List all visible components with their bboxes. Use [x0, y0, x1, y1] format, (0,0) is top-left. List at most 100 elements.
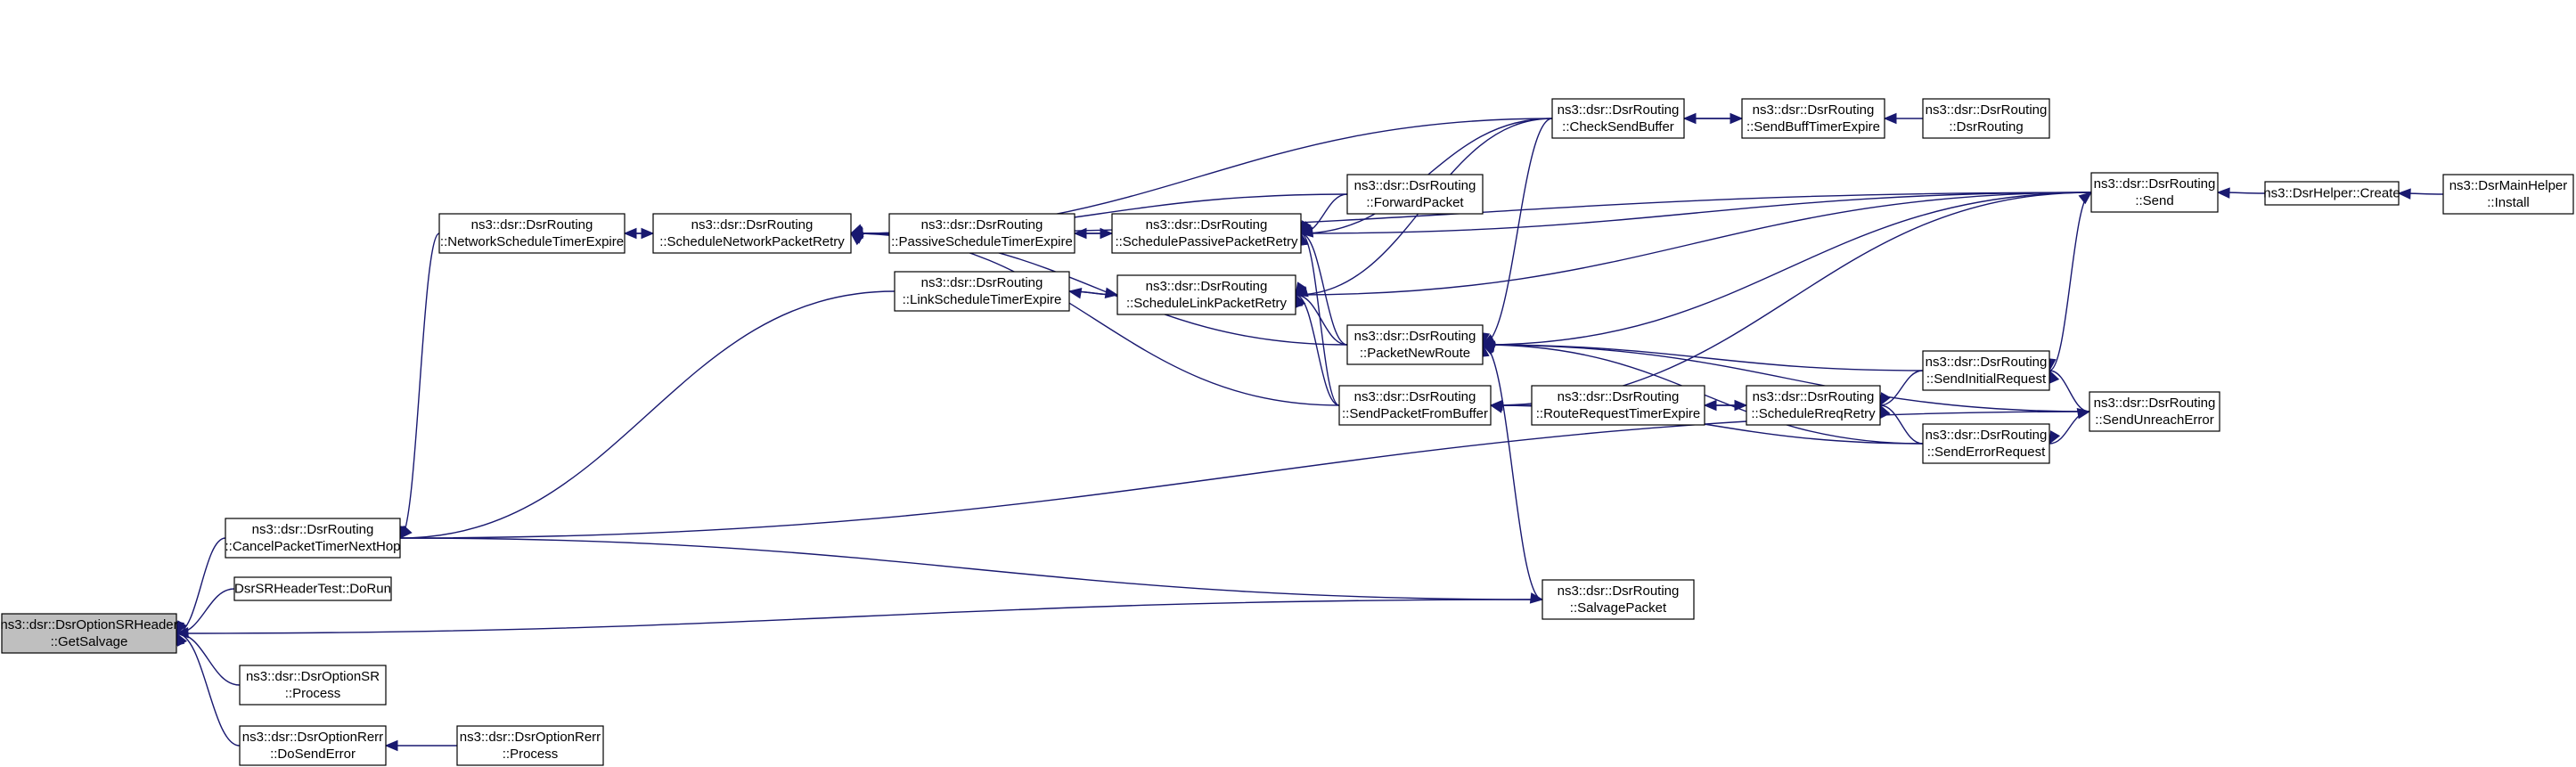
node-box[interactable]	[1551, 98, 1685, 139]
node-label: ::ScheduleRreqRetry	[1751, 406, 1876, 421]
node-schedrreq[interactable]: ns3::dsr::DsrRouting::ScheduleRreqRetry	[1746, 385, 1881, 426]
node-label: ns3::dsr::DsrRouting	[1354, 178, 1476, 193]
node-box[interactable]	[1741, 98, 1885, 139]
node-label: ns3::dsr::DsrOptionSR	[246, 669, 380, 684]
node-sendinitial[interactable]: ns3::dsr::DsrRouting::SendInitialRequest	[1922, 350, 2050, 391]
node-box[interactable]	[1922, 350, 2050, 391]
edge-cancelpacket-to-getsalvage	[176, 537, 226, 634]
node-box[interactable]	[1746, 385, 1881, 426]
node-sendunreach[interactable]: ns3::dsr::DsrRouting::SendUnreachError	[2089, 391, 2220, 432]
edge-arrowhead	[2049, 369, 2060, 384]
node-box[interactable]	[1, 613, 177, 654]
node-rerr_process[interactable]: ns3::dsr::DsrOptionRerr::Process	[456, 725, 604, 766]
node-label: ns3::dsr::DsrRouting	[1753, 102, 1875, 118]
edge-sendfrombuf-to-schedlink	[1295, 294, 1340, 406]
edge-arrowhead	[1883, 112, 1897, 125]
edge-arrowhead	[175, 627, 189, 639]
node-nettimer[interactable]: ns3::dsr::DsrRouting::NetworkScheduleTim…	[438, 213, 626, 254]
edge-linktimer-to-cancelpacket	[399, 290, 895, 539]
node-box[interactable]	[1111, 213, 1302, 254]
node-box[interactable]	[438, 213, 626, 254]
edge-arrowhead	[1730, 112, 1744, 125]
node-label: ns3::dsr::DsrRouting	[471, 217, 593, 233]
node-dorun[interactable]: DsrSRHeaderTest::DoRun	[233, 576, 392, 601]
node-cancelpacket[interactable]: ns3::dsr::DsrRouting::CancelPacketTimerN…	[225, 518, 401, 559]
node-forward[interactable]: ns3::dsr::DsrRouting::ForwardPacket	[1346, 174, 1484, 215]
node-optsr_process[interactable]: ns3::dsr::DsrOptionSR::Process	[239, 665, 387, 706]
node-senderrreq[interactable]: ns3::dsr::DsrRouting::SendErrorRequest	[1922, 423, 2050, 464]
node-label: ::GetSalvage	[51, 634, 128, 649]
node-getsalvage[interactable]: ns3::dsr::DsrOptionSRHeader::GetSalvage	[0, 613, 178, 654]
node-label: ns3::dsr::DsrRouting	[1354, 389, 1476, 404]
node-checksend[interactable]: ns3::dsr::DsrRouting::CheckSendBuffer	[1551, 98, 1685, 139]
node-box[interactable]	[2090, 172, 2219, 213]
node-salvage[interactable]: ns3::dsr::DsrRouting::SalvagePacket	[1542, 579, 1695, 620]
node-sendbufftimer[interactable]: ns3::dsr::DsrRouting::SendBuffTimerExpir…	[1741, 98, 1885, 139]
node-box[interactable]	[652, 213, 852, 254]
node-label: ::SendInitialRequest	[1926, 371, 2047, 387]
node-box[interactable]	[233, 576, 392, 601]
edge-cancelpacket-to-salvage	[399, 537, 1543, 600]
node-label: ::CheckSendBuffer	[1562, 119, 1674, 135]
node-label: ns3::dsr::DsrRouting	[1926, 102, 2048, 118]
node-label: ns3::dsr::DsrRouting	[1926, 428, 2048, 443]
node-label: ns3::dsr::DsrRouting	[1146, 279, 1268, 294]
node-routereqtimer[interactable]: ns3::dsr::DsrRouting::RouteRequestTimerE…	[1531, 385, 1705, 426]
node-box[interactable]	[894, 271, 1070, 312]
node-label: ::SendPacketFromBuffer	[1342, 406, 1488, 421]
node-box[interactable]	[1542, 579, 1695, 620]
edge-send-to-schedpass	[1300, 192, 2092, 234]
node-label: ns3::dsr::DsrRouting	[921, 217, 1043, 233]
edge-cancelpacket-to-sendunreach	[399, 411, 2090, 539]
node-label: ns3::dsr::DsrRouting	[1558, 583, 1680, 599]
node-schedlink[interactable]: ns3::dsr::DsrRouting::ScheduleLinkPacket…	[1116, 274, 1296, 315]
node-dsrrouting[interactable]: ns3::dsr::DsrRouting::DsrRouting	[1922, 98, 2050, 139]
edge-packetnew-to-schedlink	[1295, 294, 1348, 346]
node-label: ns3::dsr::DsrRouting	[1926, 355, 2048, 370]
edge-packetnew-to-schedpass	[1300, 233, 1348, 346]
node-box[interactable]	[239, 665, 387, 706]
node-sendfrombuf[interactable]: ns3::dsr::DsrRouting::SendPacketFromBuff…	[1338, 385, 1492, 426]
node-mainhelper[interactable]: ns3::DsrMainHelper::Install	[2442, 174, 2574, 215]
edge-arrowhead	[849, 233, 864, 246]
node-box[interactable]	[2264, 181, 2400, 206]
edge-sendinitial-to-schedrreq	[1879, 370, 1924, 406]
node-label: ns3::dsr::DsrRouting	[691, 217, 814, 233]
node-box[interactable]	[225, 518, 401, 559]
node-box[interactable]	[1116, 274, 1296, 315]
edge-arrowhead	[1100, 227, 1114, 240]
edge-checksend-to-packetnew	[1482, 118, 1553, 346]
node-label: ns3::dsr::DsrRouting	[1146, 217, 1268, 233]
edge-salvage-to-getsalvage	[176, 599, 1543, 634]
node-schednet[interactable]: ns3::dsr::DsrRouting::ScheduleNetworkPac…	[652, 213, 852, 254]
node-box[interactable]	[239, 725, 387, 766]
node-box[interactable]	[888, 213, 1075, 254]
node-passtimer[interactable]: ns3::dsr::DsrRouting::PassiveScheduleTim…	[888, 213, 1075, 254]
edge-sendunreach-to-packetnew	[1482, 344, 2090, 412]
node-label: ::SendErrorRequest	[1927, 445, 2046, 460]
node-label: ns3::dsr::DsrRouting	[2094, 396, 2216, 411]
node-box[interactable]	[2089, 391, 2220, 432]
node-send[interactable]: ns3::dsr::DsrRouting::Send	[2090, 172, 2219, 213]
edge-salvage-to-packetnew	[1482, 344, 1543, 600]
node-helpercreate[interactable]: ns3::DsrHelper::Create	[2263, 181, 2400, 206]
node-box[interactable]	[1338, 385, 1492, 426]
node-schedpass[interactable]: ns3::dsr::DsrRouting::SchedulePassivePac…	[1111, 213, 1302, 254]
node-label: ns3::dsr::DsrRouting	[921, 275, 1043, 290]
node-rerr_dosend[interactable]: ns3::dsr::DsrOptionRerr::DoSendError	[239, 725, 387, 766]
edge-arrowhead	[384, 739, 398, 752]
node-label: ns3::dsr::DsrRouting	[1558, 102, 1680, 118]
node-label: ns3::dsr::DsrOptionSRHeader	[0, 617, 177, 632]
node-packetnew[interactable]: ns3::dsr::DsrRouting::PacketNewRoute	[1346, 324, 1484, 365]
node-box[interactable]	[1346, 174, 1484, 215]
node-box[interactable]	[1531, 385, 1705, 426]
node-box[interactable]	[2442, 174, 2574, 215]
node-box[interactable]	[1346, 324, 1484, 365]
node-box[interactable]	[1922, 423, 2050, 464]
node-label: ::Process	[285, 686, 341, 701]
node-box[interactable]	[1922, 98, 2050, 139]
edge-arrowhead	[2216, 187, 2230, 199]
node-box[interactable]	[456, 725, 604, 766]
node-linktimer[interactable]: ns3::dsr::DsrRouting::LinkScheduleTimerE…	[894, 271, 1070, 312]
edge-rerr_dosend-to-getsalvage	[176, 632, 241, 747]
